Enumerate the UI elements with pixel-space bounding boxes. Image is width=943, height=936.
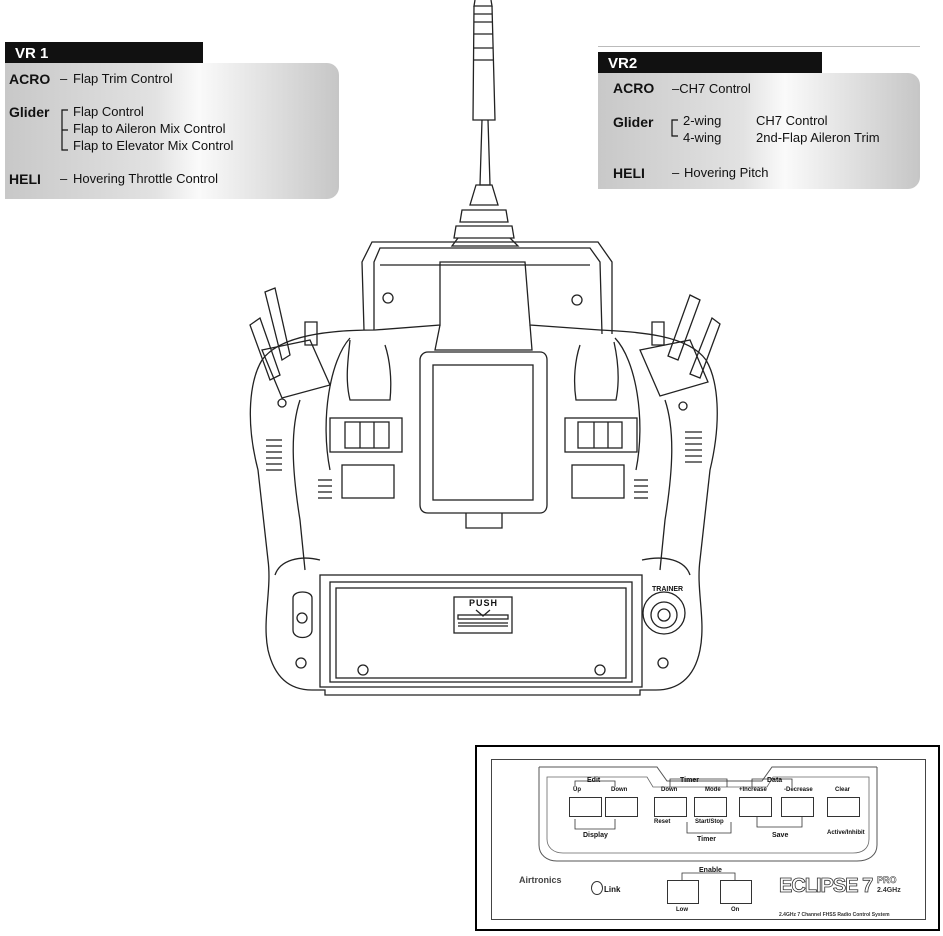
edit-group-label: Edit xyxy=(587,777,601,784)
vr1-glider-mode: Glider xyxy=(9,104,50,120)
vr2-top-rule xyxy=(598,46,920,47)
keypad-outline xyxy=(538,766,878,882)
key-down-button[interactable] xyxy=(605,797,638,817)
vr1-heli-dash: – xyxy=(60,171,68,186)
vr1-acro-text: Flap Trim Control xyxy=(73,71,173,86)
key-decrease-label: -Decrease xyxy=(784,787,813,793)
left-switches xyxy=(249,287,331,408)
timer-label: Timer xyxy=(697,836,716,843)
link-label: Link xyxy=(604,885,621,894)
brand-tagline: 2.4GHz 7 Channel FHSS Radio Control Syst… xyxy=(779,912,890,918)
reset-label: Reset xyxy=(654,819,671,825)
key-clear-label: Clear xyxy=(835,787,851,793)
vr1-panel: VR 1 ACRO – Flap Trim Control Glider Fla… xyxy=(5,42,341,199)
start-stop-label: Start/Stop xyxy=(695,819,724,825)
keypad-panel: Edit Timer Data Up Down Down Mode +Incre… xyxy=(475,745,940,931)
vr2-glider-bracket xyxy=(671,119,678,137)
vr1-glider-line-3: Flap to Elevator Mix Control xyxy=(73,138,234,153)
active-inhibit-label: Active/Inhibit xyxy=(827,830,865,836)
vr2-panel: VR2 ACRO –CH7 Control Glider 2-wing CH7 … xyxy=(598,46,920,189)
right-trim-block xyxy=(564,341,638,499)
link-indicator-icon xyxy=(591,881,603,895)
push-label: PUSH xyxy=(469,598,499,608)
keypad-frame xyxy=(491,759,926,920)
battery-compartment xyxy=(274,557,691,688)
vr1-glider-line-2: Flap to Aileron Mix Control xyxy=(73,121,226,136)
logo-text: Airtronics xyxy=(519,875,562,885)
vr2-acro-text: –CH7 Control xyxy=(672,81,751,96)
data-group-label: Data xyxy=(767,777,783,784)
vr1-title: VR 1 xyxy=(5,42,203,63)
vr1-heli-mode: HELI xyxy=(9,171,41,187)
trainer-port xyxy=(642,591,686,635)
vr2-acro-mode: ACRO xyxy=(613,80,655,96)
key-down-label: Down xyxy=(611,787,628,793)
vr1-glider-bracket xyxy=(61,109,68,151)
key-clear-button[interactable] xyxy=(827,797,860,817)
key-on-label: On xyxy=(731,907,740,913)
brand-logo: ECLIPSE 7 xyxy=(779,875,874,898)
lcd-screen xyxy=(419,351,548,529)
transmitter-body xyxy=(249,261,718,696)
vr2-heli-mode: HELI xyxy=(613,165,645,181)
key-increase-label: +Increase xyxy=(739,787,767,793)
key-on-button[interactable] xyxy=(720,880,752,904)
trainer-label: TRAINER xyxy=(652,586,684,593)
vr2-title: VR2 xyxy=(598,52,822,73)
key-low-label: Low xyxy=(676,907,688,913)
vr2-heli-text: Hovering Pitch xyxy=(684,165,769,180)
enable-label: Enable xyxy=(699,867,722,874)
vr1-acro-dash: – xyxy=(60,71,68,86)
display-label: Display xyxy=(583,832,608,839)
vr2-glider-4wing: 4-wing xyxy=(683,130,722,145)
key-increase-button[interactable] xyxy=(739,797,772,817)
timer-group-top-label: Timer xyxy=(680,777,699,784)
antenna xyxy=(450,0,520,247)
left-trim-block xyxy=(329,339,403,499)
vr2-glider-2wing-fn: CH7 Control xyxy=(756,113,828,128)
key-decrease-button[interactable] xyxy=(781,797,814,817)
vr2-glider-2wing: 2-wing xyxy=(683,113,722,128)
key-low-button[interactable] xyxy=(667,880,699,904)
save-label: Save xyxy=(772,832,789,839)
key-down2-label: Down xyxy=(661,787,678,793)
vr2-heli-dash: – xyxy=(672,165,680,180)
vr1-acro-mode: ACRO xyxy=(9,71,51,87)
vr2-glider-mode: Glider xyxy=(613,114,654,130)
vr1-glider-line-1: Flap Control xyxy=(73,104,144,119)
key-up-label: Up xyxy=(573,787,581,793)
vr1-heli-text: Hovering Throttle Control xyxy=(73,171,218,186)
vr2-glider-4wing-fn: 2nd-Flap Aileron Trim xyxy=(756,130,880,145)
vr2-panel-body xyxy=(598,73,920,189)
key-up-button[interactable] xyxy=(569,797,602,817)
brand-model-suffix: PRO xyxy=(877,875,897,886)
brand-sub: 2.4GHz xyxy=(877,887,901,894)
key-timer-down-button[interactable] xyxy=(654,797,687,817)
carry-handle xyxy=(361,241,613,335)
right-switches xyxy=(639,294,721,411)
key-mode-label: Mode xyxy=(705,787,721,793)
push-button xyxy=(453,596,513,634)
vr1-panel-body xyxy=(5,63,339,199)
grip-vents xyxy=(266,431,702,499)
key-mode-button[interactable] xyxy=(694,797,727,817)
left-jack xyxy=(292,591,313,639)
